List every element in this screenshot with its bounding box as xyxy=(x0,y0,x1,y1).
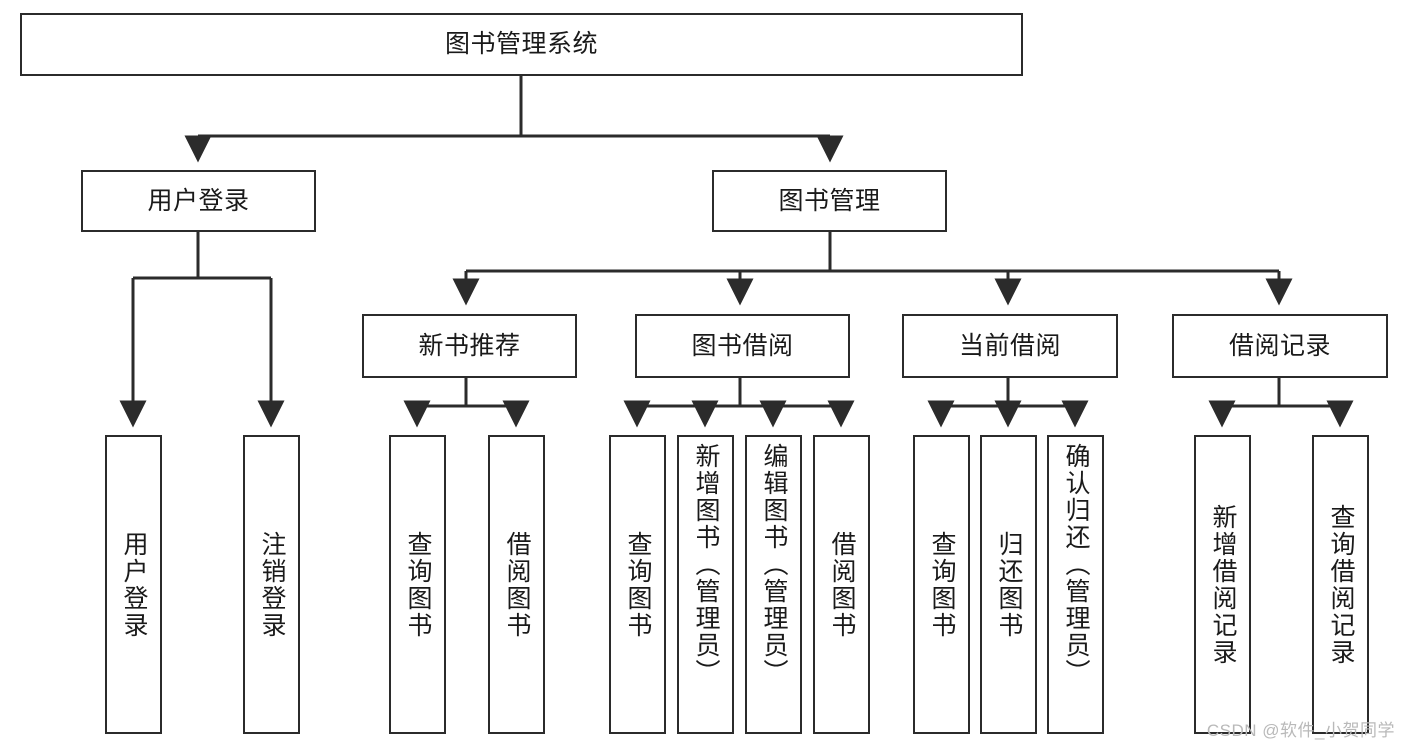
node-root-book-management-system[interactable]: 图书管理系统 xyxy=(20,13,1023,76)
leaf-current-borrow-return-book-label: 归还图书 xyxy=(995,530,1023,639)
node-book-borrow-label: 图书借阅 xyxy=(691,331,794,360)
node-user-login[interactable]: 用户登录 xyxy=(81,170,316,232)
node-current-borrow-label: 当前借阅 xyxy=(958,331,1061,360)
node-borrow-record[interactable]: 借阅记录 xyxy=(1172,314,1388,378)
leaf-book-borrow-query-book-label: 查询图书 xyxy=(624,530,652,639)
node-new-book-recommend-label: 新书推荐 xyxy=(418,331,521,360)
leaf-book-borrow-query-book[interactable]: 查询图书 xyxy=(609,435,666,734)
node-book-borrow[interactable]: 图书借阅 xyxy=(635,314,850,378)
leaf-new-book-query-book[interactable]: 查询图书 xyxy=(389,435,446,734)
leaf-borrow-record-add-record[interactable]: 新增借阅记录 xyxy=(1194,435,1251,734)
leaf-user-login-login[interactable]: 用户登录 xyxy=(105,435,162,734)
node-borrow-record-label: 借阅记录 xyxy=(1228,331,1331,360)
leaf-user-login-logout[interactable]: 注销登录 xyxy=(243,435,300,734)
leaf-book-borrow-borrow-book-label: 借阅图书 xyxy=(828,530,856,639)
leaf-new-book-query-book-label: 查询图书 xyxy=(404,530,432,639)
leaf-user-login-login-label: 用户登录 xyxy=(120,530,148,639)
leaf-book-borrow-edit-book-admin[interactable]: 编辑图书（管理员） xyxy=(745,435,802,734)
leaf-book-borrow-borrow-book[interactable]: 借阅图书 xyxy=(813,435,870,734)
node-current-borrow[interactable]: 当前借阅 xyxy=(902,314,1118,378)
leaf-book-borrow-add-book-admin-label: 新增图书（管理员） xyxy=(692,443,720,686)
leaf-current-borrow-return-book[interactable]: 归还图书 xyxy=(980,435,1037,734)
node-book-management-label: 图书管理 xyxy=(778,186,881,215)
leaf-new-book-borrow-book[interactable]: 借阅图书 xyxy=(488,435,545,734)
leaf-current-borrow-confirm-return-admin-label: 确认归还（管理员） xyxy=(1062,443,1090,686)
leaf-borrow-record-query-record-label: 查询借阅记录 xyxy=(1327,503,1355,666)
node-new-book-recommend[interactable]: 新书推荐 xyxy=(362,314,577,378)
leaf-book-borrow-edit-book-admin-label: 编辑图书（管理员） xyxy=(760,443,788,686)
csdn-watermark: CSDN @软件_小贺同学 xyxy=(1206,721,1395,740)
node-user-login-label: 用户登录 xyxy=(147,186,250,215)
leaf-current-borrow-confirm-return-admin[interactable]: 确认归还（管理员） xyxy=(1047,435,1104,734)
node-book-management[interactable]: 图书管理 xyxy=(712,170,947,232)
leaf-new-book-borrow-book-label: 借阅图书 xyxy=(503,530,531,639)
leaf-book-borrow-add-book-admin[interactable]: 新增图书（管理员） xyxy=(677,435,734,734)
leaf-current-borrow-query-book[interactable]: 查询图书 xyxy=(913,435,970,734)
leaf-borrow-record-query-record[interactable]: 查询借阅记录 xyxy=(1312,435,1369,734)
node-root-label: 图书管理系统 xyxy=(444,30,598,59)
leaf-current-borrow-query-book-label: 查询图书 xyxy=(928,530,956,639)
leaf-borrow-record-add-record-label: 新增借阅记录 xyxy=(1209,503,1237,666)
leaf-user-login-logout-label: 注销登录 xyxy=(258,530,286,639)
